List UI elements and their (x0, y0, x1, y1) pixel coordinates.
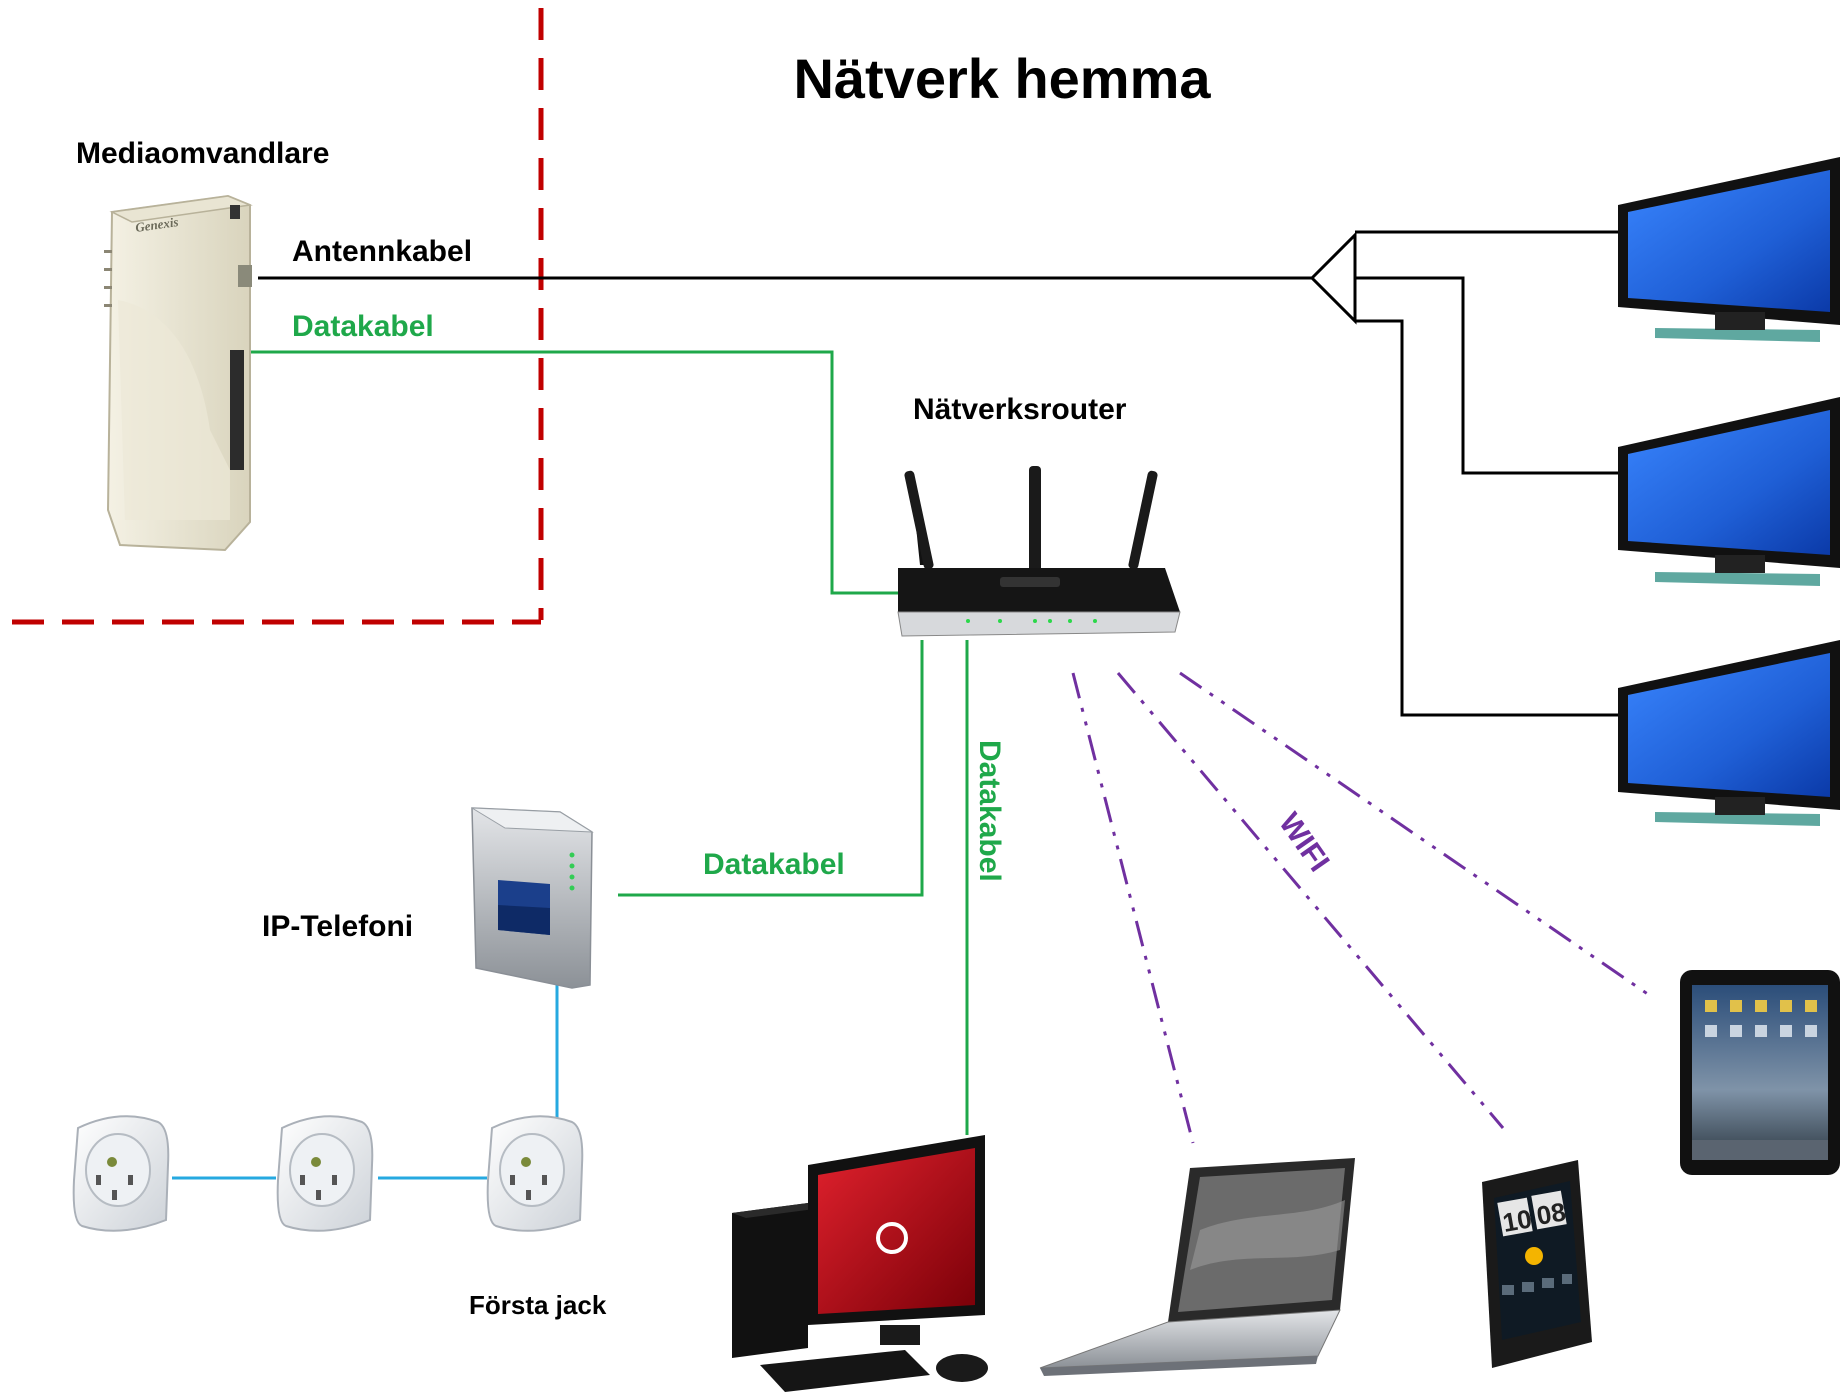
wall-jack-1 (72, 1115, 170, 1232)
tablet (1680, 970, 1840, 1175)
laptop (1039, 1158, 1355, 1376)
wifi-label: WIFI (1272, 807, 1335, 878)
data-cable-converter-router (228, 350, 902, 595)
data-cable-label-vertical: Datakabel (973, 740, 1006, 882)
provider-boundary (12, 8, 544, 625)
network-router-device (897, 466, 1181, 637)
ip-phone-adapter (471, 807, 594, 989)
wifi-link-tablet (1179, 671, 1653, 999)
wifi-link-laptop (1071, 672, 1195, 1144)
data-cables (228, 350, 969, 1135)
smartphone-clock-hours: 10 (1500, 1203, 1534, 1238)
tv-1 (1618, 157, 1840, 342)
wall-jack-first (486, 1115, 584, 1232)
wifi-links (1071, 671, 1653, 1144)
wall-jack-2 (276, 1115, 374, 1232)
ip-phone-label: IP-Telefoni (262, 910, 413, 943)
media-converter-brand: Genexis (134, 214, 179, 235)
data-cable-label-phone: Datakabel (703, 848, 845, 881)
tv-2 (1618, 397, 1840, 586)
antenna-branch-tv-3 (1355, 319, 1618, 717)
media-converter-label: Mediaomvandlare (76, 137, 329, 170)
antenna-branch-tv-2 (1355, 276, 1618, 475)
router-label: Nätverksrouter (913, 393, 1127, 426)
first-jack-label: Första jack (469, 1290, 607, 1320)
diagram-title: Nätverk hemma (793, 47, 1211, 110)
data-cable-router-phone (618, 640, 924, 897)
antenna-cable-label: Antennkabel (292, 235, 472, 268)
tv-3 (1618, 640, 1840, 826)
phone-lines (172, 985, 559, 1180)
media-converter-device: Genexis (104, 194, 253, 552)
smartphone-clock-minutes: 08 (1534, 1196, 1568, 1231)
antenna-cable-network (258, 230, 1618, 717)
desktop-computer (732, 1135, 988, 1392)
data-cable-label-top: Datakabel (292, 310, 434, 343)
wifi-link-smartphone (1116, 672, 1505, 1129)
smartphone: 10 08 (1482, 1160, 1592, 1368)
antenna-splitter (1309, 231, 1357, 325)
